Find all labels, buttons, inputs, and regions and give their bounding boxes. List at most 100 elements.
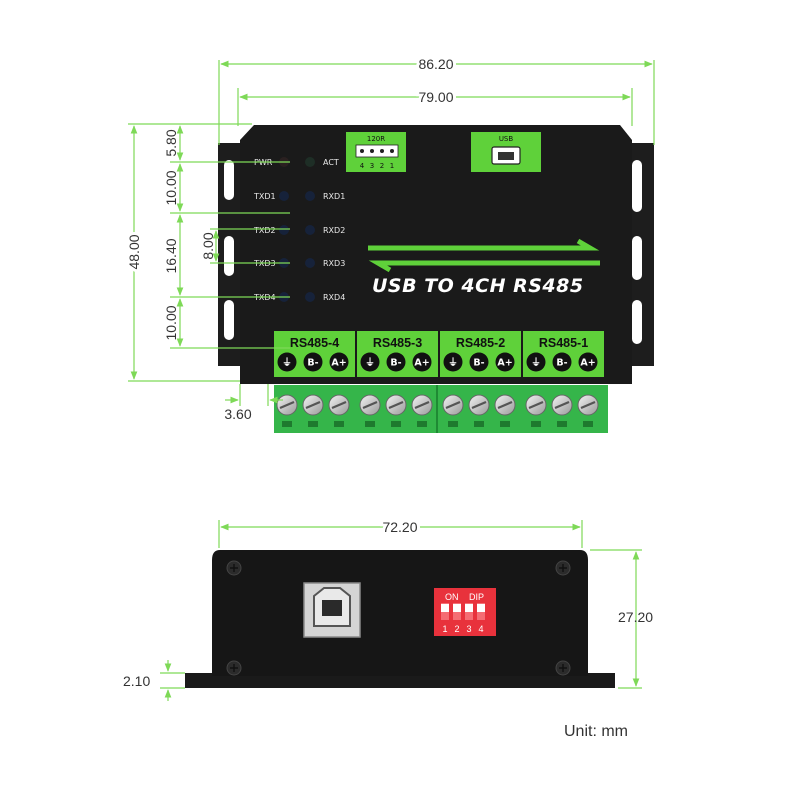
dim-flange-thickness: 2.10 [123, 673, 150, 689]
dim-led-span: 16.40 [163, 238, 179, 273]
terminal-screw-icon [551, 394, 573, 416]
dim-led-spacing-1: 10.00 [163, 170, 179, 205]
right-slot-3 [632, 300, 642, 344]
top-view: 120R 4 3 2 1 USB PWR TXD1 TXD2 TXD3 TXD4 [218, 125, 654, 433]
dim-led-spacing-2: 10.00 [163, 305, 179, 340]
pin-label: B- [307, 358, 318, 369]
terminal-block-4: RS485-4 ⏚ B- A+ [274, 331, 355, 427]
pin-label: B- [390, 358, 401, 369]
jumper-number-2: 2 [380, 162, 384, 170]
pin-marker [303, 352, 323, 372]
side-body [212, 550, 588, 676]
pin-marker [495, 352, 515, 372]
data-arrows-icon [368, 238, 600, 273]
side-view: ON DIP 1 2 3 4 [185, 550, 615, 688]
jumper-label: 120R [367, 135, 385, 143]
led-rxd2-icon [305, 225, 315, 235]
left-slot-1 [224, 160, 234, 200]
usb-label: USB [499, 135, 514, 143]
terminal-screw-icon [442, 394, 464, 416]
terminal-screw-icon [385, 394, 407, 416]
side-screw-bottom-right-icon [555, 660, 571, 676]
pin-marker [443, 352, 463, 372]
dimension-labels: 86.20 79.00 48.00 5.80 10.00 16.40 8.00 … [123, 53, 653, 689]
pin-marker [412, 352, 432, 372]
dim-terminal-offset: 3.60 [224, 406, 251, 422]
dim-height-total: 48.00 [126, 234, 142, 269]
right-slot-1 [632, 160, 642, 212]
dim-body-width: 79.00 [418, 89, 453, 105]
pin-marker [360, 352, 380, 372]
terminal-block-1: RS485-1 ⏚ B- A+ [523, 331, 604, 427]
pin-label: ⏚ [531, 358, 541, 369]
usb-b-connector-icon [303, 582, 361, 638]
pin-label: B- [473, 358, 484, 369]
terminal-screw-icon [276, 394, 298, 416]
pin-label: A+ [414, 358, 429, 369]
pin-label: ⏚ [448, 358, 458, 369]
pin-marker [552, 352, 572, 372]
led-label-rxd1: RXD1 [323, 192, 345, 201]
jumper-number-4: 4 [360, 162, 365, 170]
jumper-number-1: 1 [390, 162, 394, 170]
dimension-lines [128, 60, 655, 701]
pin-label: A+ [497, 358, 512, 369]
terminal-block-3: RS485-3 ⏚ B- A+ [357, 331, 438, 427]
led-column-right: ACT RXD1 RXD2 RXD3 RXD4 [305, 157, 345, 302]
dip-dip-label: DIP [469, 592, 484, 602]
pin-label: A+ [580, 358, 595, 369]
led-label-act: ACT [323, 158, 339, 167]
pin-marker [277, 352, 297, 372]
left-slot-2 [224, 236, 234, 276]
jumper-number-3: 3 [370, 162, 374, 170]
terminal-screw-icon [302, 394, 324, 416]
jumper-header [355, 144, 399, 158]
led-txd2-icon [279, 225, 289, 235]
unit-label: Unit: mm [564, 723, 628, 740]
dim-top-offset: 5.80 [163, 129, 179, 156]
pin-label: ⏚ [365, 358, 375, 369]
pin-label: ⏚ [282, 358, 292, 369]
terminal-screw-icon [494, 394, 516, 416]
led-label-rxd3: RXD3 [323, 259, 345, 268]
led-txd1-icon [279, 191, 289, 201]
side-flange [185, 673, 615, 688]
pin-label: B- [556, 358, 567, 369]
right-slot-2 [632, 236, 642, 280]
led-rxd4-icon [305, 292, 315, 302]
terminal-screw-icon [577, 394, 599, 416]
dim-side-height: 27.20 [618, 609, 653, 625]
pin-marker [329, 352, 349, 372]
terminal-screw-icon [328, 394, 350, 416]
pin-marker [526, 352, 546, 372]
side-screw-top-right-icon [555, 560, 571, 576]
terminal-label: RS485-3 [373, 336, 422, 350]
terminal-screw-icon [411, 394, 433, 416]
dip-number-2: 2 [454, 624, 459, 634]
led-rxd3-icon [305, 258, 315, 268]
jumper-pins [360, 149, 394, 153]
led-label-txd1: TXD1 [253, 192, 276, 201]
product-title: USB TO 4CH RS485 [372, 275, 584, 297]
dip-number-4: 4 [478, 624, 483, 634]
dim-side-width: 72.20 [382, 519, 417, 535]
terminal-label: RS485-1 [539, 336, 588, 350]
dip-number-1: 1 [442, 624, 447, 634]
dim-overall-width: 86.20 [418, 56, 453, 72]
pin-marker [469, 352, 489, 372]
led-label-rxd4: RXD4 [323, 293, 345, 302]
terminal-screw-icon [525, 394, 547, 416]
left-slot-3 [224, 300, 234, 340]
pin-label: A+ [331, 358, 346, 369]
side-screw-top-left-icon [226, 560, 242, 576]
terminal-block-2: RS485-2⏚B-A+ [440, 331, 521, 427]
dip-switch: ON DIP 1 2 3 4 [434, 588, 496, 636]
led-label-txd2: TXD2 [253, 226, 276, 235]
led-label-rxd2: RXD2 [323, 226, 345, 235]
dip-number-3: 3 [466, 624, 471, 634]
side-screw-bottom-left-icon [226, 660, 242, 676]
terminal-screw-icon [359, 394, 381, 416]
terminal-label: RS485-4 [290, 336, 339, 350]
device-body [240, 125, 632, 384]
